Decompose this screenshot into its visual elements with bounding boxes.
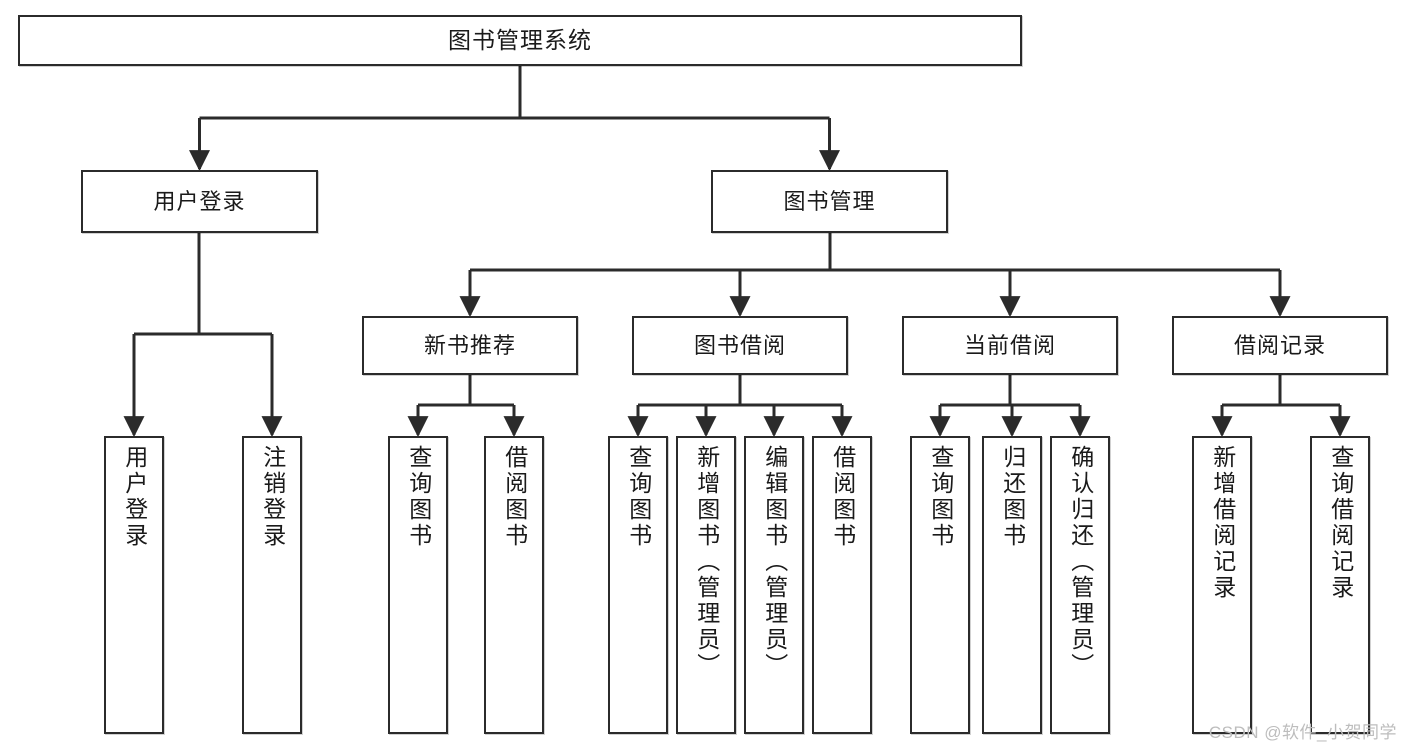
- node-borrow-record[interactable]: 借阅记录: [1172, 316, 1388, 375]
- node-leaf-query-book-2-label: 查询图书: [625, 445, 652, 549]
- node-new-book-rec-label: 新书推荐: [423, 332, 516, 358]
- node-book-manage[interactable]: 图书管理: [711, 170, 948, 233]
- node-leaf-query-book-2[interactable]: 查询图书: [608, 436, 668, 734]
- node-borrow-record-label: 借阅记录: [1233, 332, 1326, 358]
- node-leaf-query-book-3[interactable]: 查询图书: [910, 436, 970, 734]
- node-leaf-confirm-return[interactable]: 确认归还（管理员）: [1050, 436, 1110, 734]
- node-leaf-borrow-book-1-label: 借阅图书: [501, 445, 528, 549]
- node-leaf-add-record[interactable]: 新增借阅记录: [1192, 436, 1252, 734]
- node-leaf-add-book-label: 新增图书（管理员）: [693, 445, 720, 679]
- node-book-borrow[interactable]: 图书借阅: [632, 316, 848, 375]
- node-leaf-add-book[interactable]: 新增图书（管理员）: [676, 436, 736, 734]
- csdn-watermark: CSDN @软件_小贺同学: [1208, 723, 1397, 742]
- node-leaf-edit-book[interactable]: 编辑图书（管理员）: [744, 436, 804, 734]
- node-leaf-query-book-1[interactable]: 查询图书: [388, 436, 448, 734]
- node-new-book-rec[interactable]: 新书推荐: [362, 316, 578, 375]
- node-leaf-query-book-1-label: 查询图书: [405, 445, 432, 549]
- node-leaf-query-book-3-label: 查询图书: [927, 445, 954, 549]
- node-leaf-add-record-label: 新增借阅记录: [1209, 445, 1236, 601]
- node-leaf-query-record-label: 查询借阅记录: [1327, 445, 1354, 601]
- node-root-label: 图书管理系统: [448, 26, 592, 53]
- node-leaf-return-book-label: 归还图书: [999, 445, 1026, 549]
- node-leaf-borrow-book-1[interactable]: 借阅图书: [484, 436, 544, 734]
- node-leaf-user-logout-label: 注销登录: [259, 445, 286, 549]
- node-leaf-borrow-book-2[interactable]: 借阅图书: [812, 436, 872, 734]
- node-leaf-user-login-label: 用户登录: [121, 445, 148, 549]
- node-leaf-user-logout[interactable]: 注销登录: [242, 436, 302, 734]
- node-leaf-query-record[interactable]: 查询借阅记录: [1310, 436, 1370, 734]
- node-current-borrow[interactable]: 当前借阅: [902, 316, 1118, 375]
- node-leaf-borrow-book-2-label: 借阅图书: [829, 445, 856, 549]
- node-book-manage-label: 图书管理: [783, 188, 876, 214]
- node-user-login[interactable]: 用户登录: [81, 170, 318, 233]
- node-root[interactable]: 图书管理系统: [18, 15, 1022, 66]
- node-leaf-edit-book-label: 编辑图书（管理员）: [761, 445, 788, 679]
- node-user-login-label: 用户登录: [153, 188, 246, 214]
- node-leaf-return-book[interactable]: 归还图书: [982, 436, 1042, 734]
- node-leaf-user-login[interactable]: 用户登录: [104, 436, 164, 734]
- node-leaf-confirm-return-label: 确认归还（管理员）: [1067, 445, 1094, 679]
- node-book-borrow-label: 图书借阅: [693, 332, 786, 358]
- node-current-borrow-label: 当前借阅: [963, 332, 1056, 358]
